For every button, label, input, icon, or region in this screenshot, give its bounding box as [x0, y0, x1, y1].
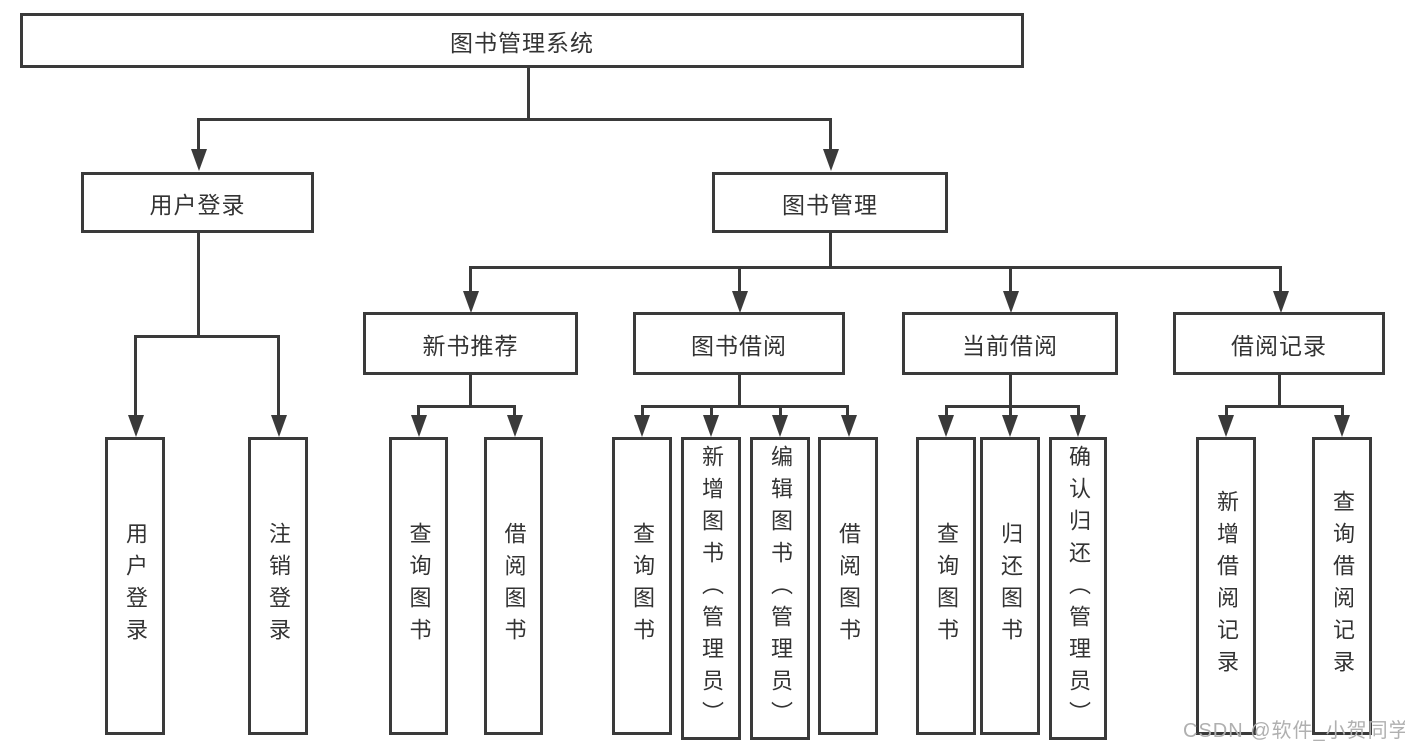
- leaf-query-borrow-record: 查询借阅记录: [1312, 437, 1372, 735]
- leaf-add-books-admin-label: 新增图书（管理员）: [699, 444, 724, 733]
- leaf-query-borrow-record-label: 查询借阅记录: [1330, 490, 1355, 682]
- node-root-label: 图书管理系统: [450, 29, 594, 56]
- connector-user-trunk: [197, 233, 200, 337]
- node-current-borrow: 当前借阅: [902, 312, 1118, 375]
- leaf-edit-books-admin-label: 编辑图书（管理员）: [768, 444, 793, 733]
- leaf-query-books-current-label: 查询图书: [934, 522, 959, 650]
- connector-stem-user-login: [197, 118, 200, 150]
- leaf-return-books-label: 归还图书: [998, 522, 1023, 650]
- connector-stem-B2: [710, 405, 713, 417]
- leaf-edit-books-admin: 编辑图书（管理员）: [750, 437, 810, 740]
- leaf-borrow-books-recommend-label: 借阅图书: [501, 522, 527, 650]
- connector-root-trunk: [527, 68, 530, 120]
- connector-stem-leaf-logout: [277, 335, 280, 415]
- arrowhead-borrow-records: [1273, 291, 1289, 313]
- arrowhead-leaf-user-login: [128, 415, 144, 437]
- leaf-query-books-recommend-label: 查询图书: [406, 522, 432, 650]
- leaf-query-books-current: 查询图书: [916, 437, 976, 735]
- arrowhead-A1: [411, 415, 427, 437]
- arrowhead-C1: [938, 415, 954, 437]
- node-borrow-records-label: 借阅记录: [1231, 332, 1327, 359]
- node-user-login: 用户登录: [81, 172, 314, 233]
- arrowhead-B1: [634, 415, 650, 437]
- connector-stem-book-borrow: [738, 266, 741, 292]
- node-book-borrow-label: 图书借阅: [691, 332, 787, 359]
- connector-groupB-branch: [641, 405, 849, 408]
- arrowhead-book-management: [823, 149, 839, 171]
- connector-root-branch: [198, 118, 831, 121]
- node-book-borrow: 图书借阅: [633, 312, 845, 375]
- arrowhead-C2: [1002, 415, 1018, 437]
- connector-stem-A1: [417, 405, 420, 417]
- arrowhead-leaf-logout: [271, 415, 287, 437]
- connector-stem-D2: [1341, 405, 1344, 417]
- node-current-borrow-label: 当前借阅: [962, 332, 1058, 359]
- connector-groupC-branch: [945, 405, 1080, 408]
- leaf-confirm-return-admin-label: 确认归还（管理员）: [1066, 444, 1091, 733]
- leaf-user-login-label: 用户登录: [123, 522, 148, 650]
- csdn-watermark: CSDN @软件_小贺同学: [1183, 720, 1405, 742]
- arrowhead-user-login: [191, 149, 207, 171]
- arrowhead-D1: [1218, 415, 1234, 437]
- leaf-logout: 注销登录: [248, 437, 308, 735]
- connector-stem-C3: [1077, 405, 1080, 417]
- connector-stem-current-borrow: [1009, 266, 1012, 292]
- leaf-confirm-return-admin: 确认归还（管理员）: [1049, 437, 1107, 740]
- connector-bm-branch: [469, 266, 1282, 269]
- arrowhead-B3: [772, 415, 788, 437]
- connector-stem-B1: [641, 405, 644, 417]
- connector-user-branch: [134, 335, 280, 338]
- node-borrow-records: 借阅记录: [1173, 312, 1385, 375]
- connector-stem-C1: [945, 405, 948, 417]
- node-book-management-label: 图书管理: [782, 191, 878, 218]
- node-user-login-label: 用户登录: [149, 191, 246, 218]
- connector-bm-trunk: [829, 233, 832, 269]
- leaf-add-borrow-record-label: 新增借阅记录: [1214, 490, 1239, 682]
- connector-groupA-branch: [417, 405, 516, 408]
- node-new-book-recommend: 新书推荐: [363, 312, 578, 375]
- connector-stem-new-book: [469, 266, 472, 292]
- connector-stem-book-management: [829, 118, 832, 150]
- leaf-query-books-recommend: 查询图书: [389, 437, 448, 735]
- node-new-book-recommend-label: 新书推荐: [422, 332, 519, 359]
- arrowhead-B4: [841, 415, 857, 437]
- leaf-query-books-borrow-label: 查询图书: [630, 522, 655, 650]
- leaf-add-borrow-record: 新增借阅记录: [1196, 437, 1256, 735]
- arrowhead-book-borrow: [732, 291, 748, 313]
- leaf-query-books-borrow: 查询图书: [612, 437, 672, 735]
- connector-stem-B3: [779, 405, 782, 417]
- leaf-user-login: 用户登录: [105, 437, 165, 735]
- leaf-borrow-books-recommend: 借阅图书: [484, 437, 543, 735]
- connector-stem-C2: [1009, 405, 1012, 417]
- connector-groupC-trunk: [1009, 375, 1012, 407]
- connector-stem-borrow-records: [1279, 266, 1282, 292]
- node-root: 图书管理系统: [20, 13, 1024, 68]
- connector-stem-leaf-user-login: [134, 335, 137, 415]
- connector-groupA-trunk: [469, 375, 472, 407]
- connector-groupB-trunk: [738, 375, 741, 407]
- leaf-return-books: 归还图书: [980, 437, 1040, 735]
- leaf-borrow-books: 借阅图书: [818, 437, 878, 735]
- arrowhead-new-book: [463, 291, 479, 313]
- connector-groupD-trunk: [1278, 375, 1281, 407]
- connector-stem-A2: [513, 405, 516, 417]
- arrowhead-C3: [1070, 415, 1086, 437]
- connector-stem-D1: [1225, 405, 1228, 417]
- arrowhead-B2: [703, 415, 719, 437]
- leaf-add-books-admin: 新增图书（管理员）: [681, 437, 741, 740]
- arrowhead-current-borrow: [1003, 291, 1019, 313]
- arrowhead-A2: [507, 415, 523, 437]
- connector-stem-B4: [846, 405, 849, 417]
- leaf-borrow-books-label: 借阅图书: [836, 522, 861, 650]
- connector-groupD-branch: [1225, 405, 1343, 408]
- arrowhead-D2: [1334, 415, 1350, 437]
- node-book-management: 图书管理: [712, 172, 948, 233]
- leaf-logout-label: 注销登录: [266, 522, 291, 650]
